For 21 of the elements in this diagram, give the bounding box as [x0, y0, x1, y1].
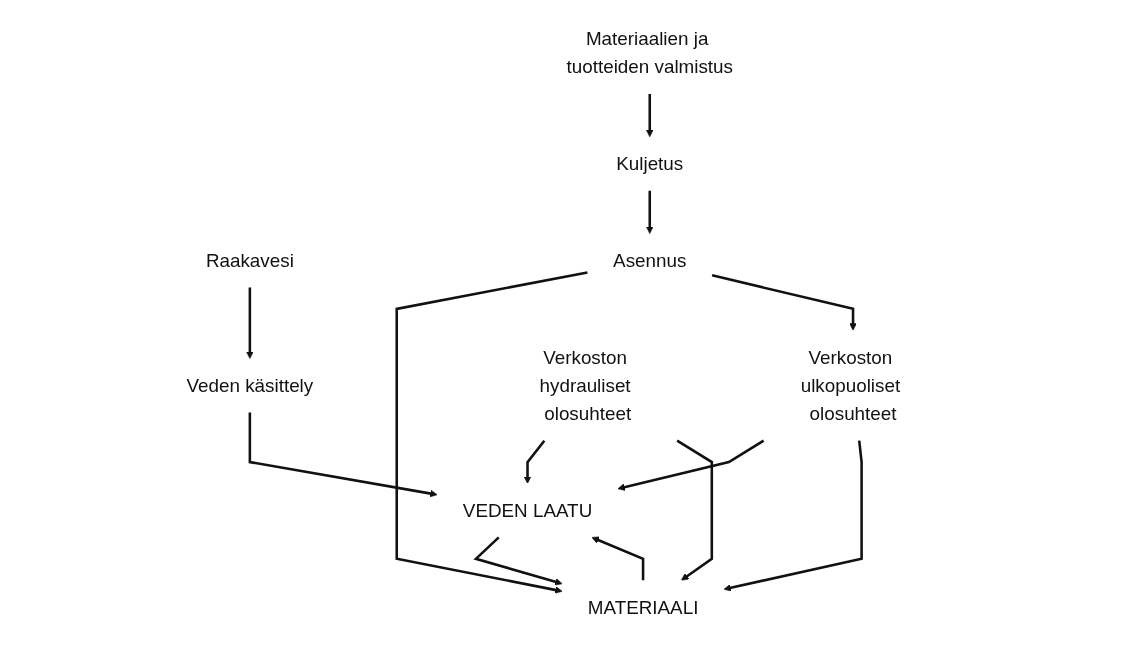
node-text: Asennus	[613, 249, 687, 272]
arrow	[246, 287, 254, 359]
node-text: Kuljetus	[616, 153, 684, 175]
arrow	[395, 271, 588, 594]
arrow	[676, 439, 713, 581]
node-text: Verkoston ulkopuoliset olosuhteet	[800, 346, 901, 425]
node-text: Raakavesi	[205, 249, 294, 272]
arrow	[723, 440, 863, 592]
node-text: Veden käsittely	[186, 374, 314, 397]
arrow	[591, 536, 645, 581]
node-text: MATERIAALI	[587, 596, 699, 618]
node-text: Materiaalien ja tuotteiden valmistus	[566, 28, 733, 78]
arrow	[711, 274, 857, 331]
arrow	[473, 536, 563, 586]
node-text: VEDEN LAATU	[462, 499, 593, 522]
arrow	[617, 439, 765, 491]
arrow	[645, 94, 654, 138]
arrow	[523, 439, 546, 484]
node-text: Verkoston hydrauliset olosuhteet	[539, 346, 632, 425]
arrow	[248, 412, 438, 498]
arrow	[645, 190, 654, 234]
